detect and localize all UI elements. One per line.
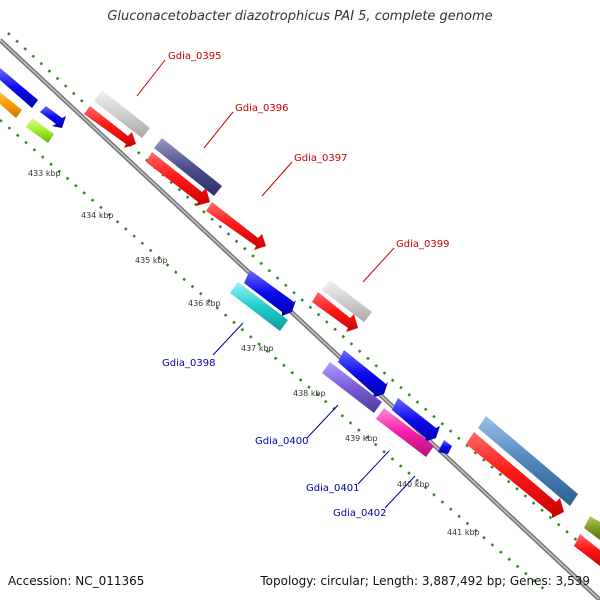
tick-435: 435 kbp (135, 256, 168, 265)
label-gdia-0395: Gdia_0395 (168, 51, 221, 62)
kbp-ticks: 433 kbp 434 kbp 435 kbp 436 kbp 437 kbp … (28, 169, 480, 537)
label-gdia-0401: Gdia_0401 (306, 483, 359, 494)
gene-gdia-0395-red (84, 106, 136, 148)
label-gdia-0402: Gdia_0402 (333, 508, 386, 519)
reverse-gene-labels: Gdia_0398 Gdia_0400 Gdia_0401 Gdia_0402 (162, 358, 386, 519)
gene-gdia-0398-cyan (230, 282, 288, 331)
tick-437: 437 kbp (241, 344, 274, 353)
tick-433: 433 kbp (28, 169, 61, 178)
leader-gdia-0399 (362, 247, 395, 283)
gene-red-edge (574, 534, 600, 566)
tick-438: 438 kbp (293, 389, 326, 398)
gene-left-lime (26, 118, 54, 143)
inner-dotted-ring (0, 119, 546, 591)
label-leaders (136, 59, 416, 509)
tick-434: 434 kbp (81, 211, 114, 220)
leader-gdia-0397 (261, 161, 293, 197)
leader-gdia-0398 (212, 322, 244, 356)
gene-features (0, 68, 600, 566)
gene-gdia-0397-red (206, 202, 266, 250)
gene-gdia-0396-red (146, 152, 210, 206)
gene-blue-439 (392, 398, 440, 442)
gene-gdia-0396-slate (154, 138, 222, 196)
genome-summary-text: Topology: circular; Length: 3,887,492 bp… (260, 574, 590, 588)
gene-gdia-0402-blue (438, 440, 452, 454)
gene-gdia-0399-red (312, 292, 358, 332)
map-title: Gluconacetobacter diazotrophicus PAI 5, … (107, 9, 493, 24)
leader-gdia-0400 (306, 404, 339, 439)
label-gdia-0397: Gdia_0397 (294, 153, 347, 164)
label-gdia-0396: Gdia_0396 (235, 103, 288, 114)
gene-blue-436 (244, 270, 296, 316)
tick-441: 441 kbp (447, 528, 480, 537)
gene-left-blue (0, 68, 38, 108)
gene-gdia-0399-grey (322, 280, 372, 322)
label-gdia-0398: Gdia_0398 (162, 358, 215, 369)
gene-left-arrow-blue (40, 106, 66, 128)
tick-439: 439 kbp (345, 434, 378, 443)
leader-gdia-0396 (203, 111, 234, 149)
gene-olive-edge (584, 516, 600, 540)
leader-gdia-0395 (136, 59, 166, 97)
label-gdia-0400: Gdia_0400 (255, 436, 308, 447)
tick-440: 440 kbp (397, 480, 430, 489)
gene-steel-large (478, 416, 578, 506)
gene-red-large (466, 432, 564, 518)
leader-gdia-0401 (357, 450, 390, 485)
label-gdia-0399: Gdia_0399 (396, 239, 449, 250)
genome-backbone (0, 38, 600, 600)
gene-left-orange (0, 92, 22, 118)
tick-436: 436 kbp (188, 299, 221, 308)
gene-gdia-0395-grey (94, 90, 150, 138)
gene-gdia-0401-pink (376, 408, 434, 457)
leader-gdia-0402 (384, 475, 416, 509)
accession-text: Accession: NC_011365 (8, 574, 145, 588)
gene-gdia-0400-purple (322, 362, 382, 413)
forward-gene-labels: Gdia_0395 Gdia_0396 Gdia_0397 Gdia_0399 (168, 51, 449, 250)
gene-blue-438 (338, 350, 388, 398)
